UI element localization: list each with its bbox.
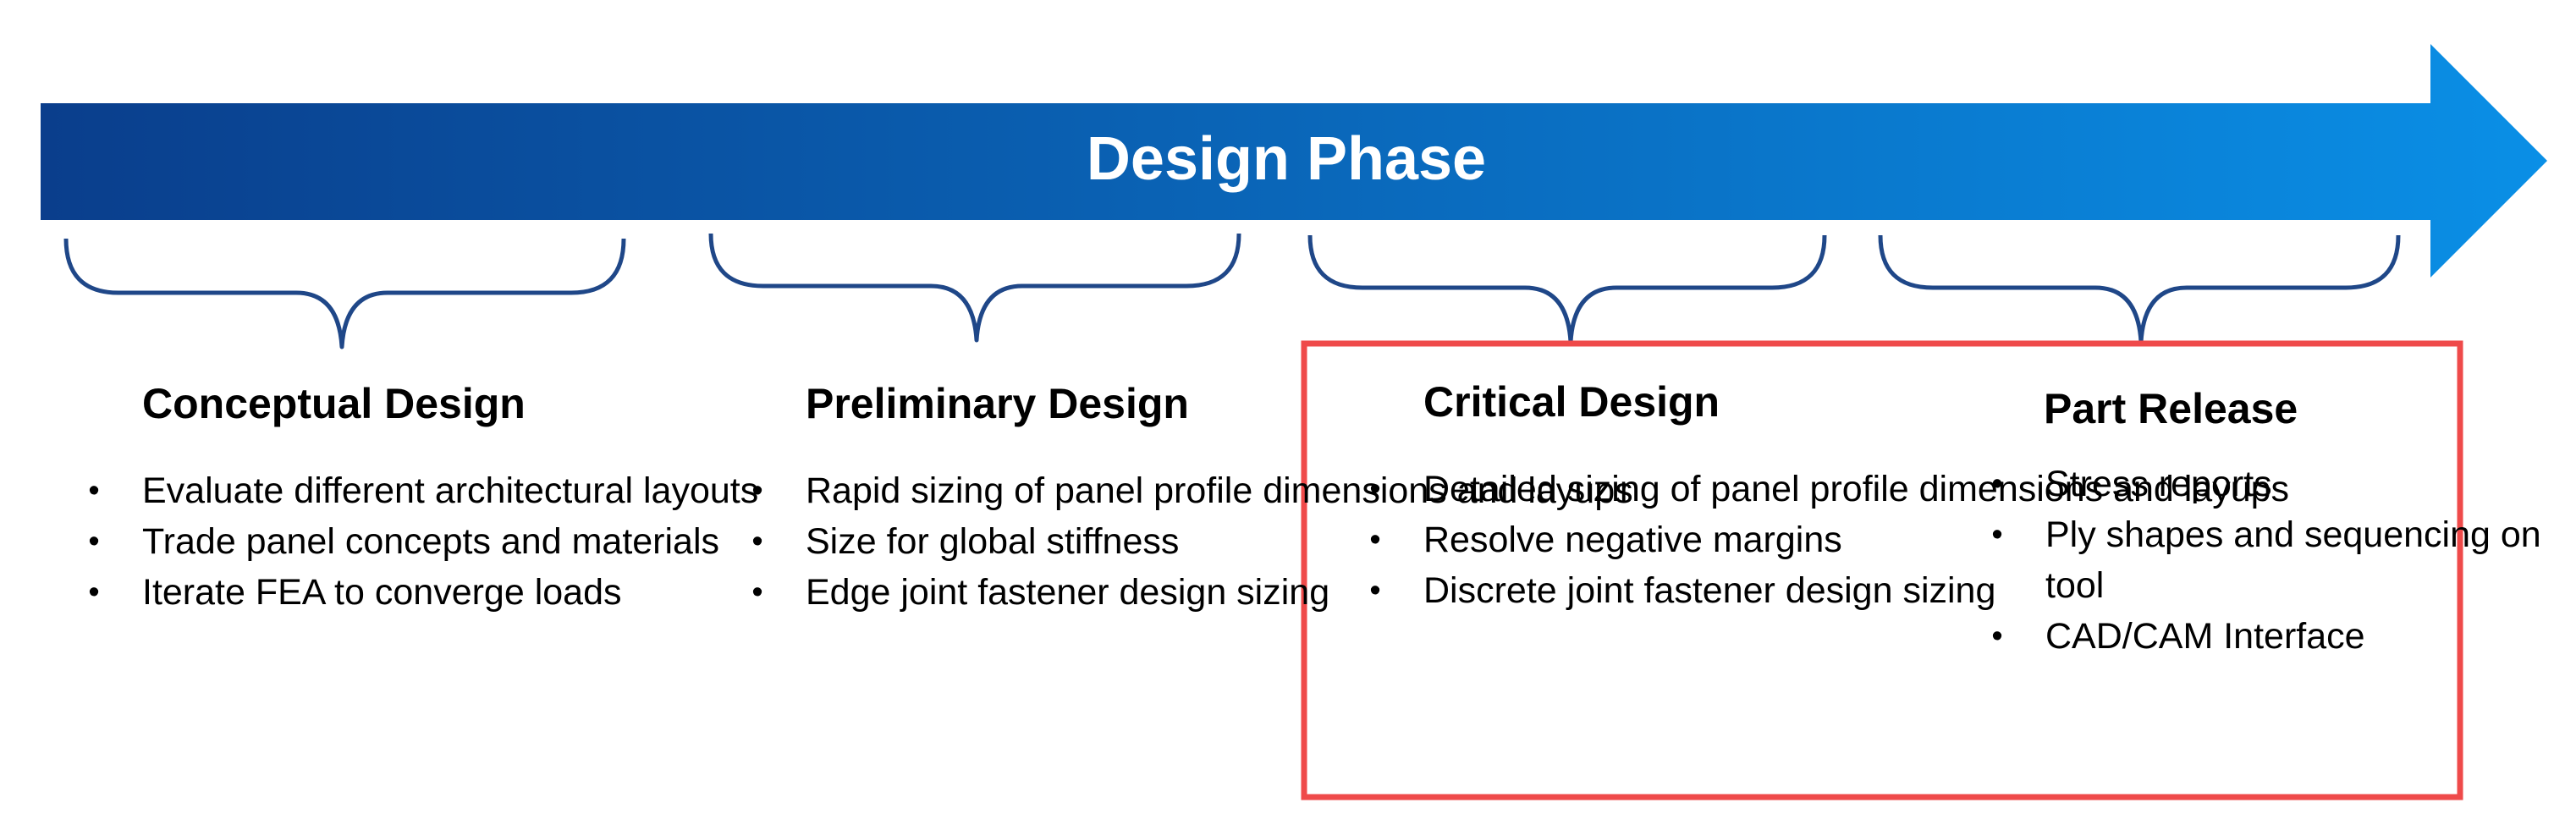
- list-item-text: Discrete joint fastener design sizing: [1423, 570, 1996, 611]
- bullet-icon: •: [751, 575, 763, 610]
- bullet-icon: •: [88, 473, 100, 509]
- phase-bullet-list: •Detailed sizing of panel profile dimens…: [1362, 464, 2289, 616]
- bullet-icon: •: [1991, 517, 2003, 553]
- phase-preliminary-design: Preliminary Design •Rapid sizing of pane…: [745, 377, 1633, 618]
- list-item-text: Resolve negative margins: [1423, 520, 1842, 560]
- bullet-icon: •: [1991, 466, 2003, 502]
- phase-title: Part Release: [2044, 385, 2298, 432]
- bullet-icon: •: [88, 524, 100, 559]
- design-phase-title: Design Phase: [1086, 125, 1487, 193]
- list-item: •Rapid sizing of panel profile dimension…: [745, 465, 1633, 516]
- list-item-text: Ply shapes and sequencing on tool: [2045, 514, 2541, 606]
- bullet-icon: •: [1991, 619, 2003, 654]
- phase-conceptual-design: Conceptual Design • Evaluate different ar…: [81, 377, 758, 618]
- list-item: • Trade panel concepts and materials: [81, 516, 758, 567]
- list-item: • Edge joint fastener design sizing: [745, 567, 1633, 618]
- phase-title: Preliminary Design: [806, 380, 1189, 427]
- bullet-icon: •: [751, 524, 763, 559]
- conceptual-design-brace: [63, 238, 626, 349]
- bullet-icon: •: [1369, 471, 1381, 507]
- list-item-text: Size for global stiffness: [806, 521, 1180, 562]
- list-item: • Evaluate different architectural layout…: [81, 465, 758, 516]
- list-item: • Discrete joint fastener design sizing: [1362, 565, 2289, 616]
- design-phase-arrow: [41, 44, 2547, 278]
- list-item: • Resolve negative margins: [1362, 514, 2289, 565]
- list-item: • Stress reports: [1984, 459, 2576, 509]
- bullet-icon: •: [1369, 573, 1381, 608]
- bullet-icon: •: [1369, 522, 1381, 558]
- list-item-text: CAD/CAM Interface: [2045, 616, 2365, 657]
- phase-title: Critical Design: [1423, 378, 1720, 426]
- phase-bullet-list: • Evaluate different architectural layout…: [81, 465, 758, 618]
- list-item-text: Stress reports: [2045, 464, 2272, 504]
- part-release-brace: [1878, 234, 2401, 344]
- phase-bullet-list: • Stress reports • Ply shapes and sequenci…: [1984, 459, 2576, 662]
- bullet-icon: •: [751, 473, 763, 509]
- list-item-text: Trade panel concepts and materials: [142, 521, 720, 562]
- list-item-text: Iterate FEA to converge loads: [142, 572, 622, 613]
- phase-bullet-list: •Rapid sizing of panel profile dimension…: [745, 465, 1633, 618]
- list-item: • Ply shapes and sequencing on tool: [1984, 509, 2576, 611]
- preliminary-design-brace: [708, 233, 1241, 343]
- list-item: • CAD/CAM Interface: [1984, 611, 2576, 662]
- list-item-text: Detailed sizing of panel profile dimensi…: [1423, 469, 2290, 509]
- list-item: •Detailed sizing of panel profile dimens…: [1362, 464, 2289, 514]
- list-item: • Iterate FEA to converge loads: [81, 567, 758, 618]
- list-item-text: Rapid sizing of panel profile dimensions…: [806, 470, 1633, 511]
- phase-critical-design: Critical Design •Detailed sizing of pane…: [1362, 376, 2289, 616]
- phase-part-release: Part Release • Stress reports • Ply shapes…: [1984, 382, 2576, 662]
- list-item-text: Evaluate different architectural layouts: [142, 470, 759, 511]
- critical-and-release-highlight-box: [1301, 340, 2463, 800]
- critical-design-brace: [1307, 234, 1827, 344]
- list-item-text: Edge joint fastener design sizing: [806, 572, 1330, 613]
- bullet-icon: •: [88, 575, 100, 610]
- phase-title: Conceptual Design: [142, 380, 526, 427]
- list-item: • Size for global stiffness: [745, 516, 1633, 567]
